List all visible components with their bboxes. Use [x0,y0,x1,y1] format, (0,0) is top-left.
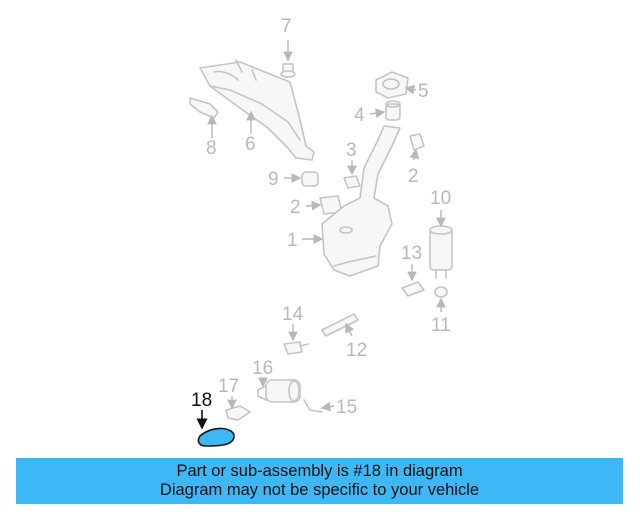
grommet-part-11 [434,286,448,298]
leader-12 [345,322,355,337]
leader-2b [409,148,420,161]
callout-13: 13 [401,243,422,264]
bolt-part-7 [280,63,296,78]
callout-2b: 2 [408,166,419,187]
leader-4 [369,108,386,119]
callout-10: 10 [430,188,451,209]
callout-18: 18 [191,390,212,411]
banner-line-disclaimer: Diagram may not be specific to your vehi… [159,481,480,499]
callout-9: 9 [268,169,279,190]
connector-part-17 [225,405,251,421]
cap-part-5 [375,71,409,99]
callout-8: 8 [206,138,217,159]
callout-6: 6 [245,134,256,155]
info-banner: Part or sub-assembly is #18 in diagram D… [16,458,623,504]
callout-3: 3 [346,140,357,161]
callout-7: 7 [281,16,292,37]
callout-4: 4 [354,105,365,126]
callout-5: 5 [418,81,429,102]
pump-part-10 [429,225,453,279]
cap-part-18-highlighted[interactable] [197,427,235,447]
callout-12: 12 [346,340,367,361]
rod-part-12 [321,313,359,337]
leader-5 [404,84,417,95]
bracket-part-6 [199,59,315,161]
connector-part-13 [401,281,425,297]
clip-part-3 [343,175,361,189]
clip-part-2-right [409,133,425,151]
clip-part-8 [189,97,219,119]
callout-15: 15 [336,397,357,418]
reservoir-part-1 [321,125,401,277]
callout-1: 1 [287,230,298,251]
leader-2a [305,200,322,211]
callout-14: 14 [282,304,304,325]
grommet-part-9 [301,171,319,187]
hose-part-15 [303,399,323,413]
nozzle-part-16 [257,379,301,403]
seal-part-4 [385,100,401,121]
banner-line-part: Part or sub-assembly is #18 in diagram [176,462,463,480]
leader-15 [320,401,335,412]
callout-17: 17 [218,376,239,397]
callout-11: 11 [431,315,451,336]
callout-2a: 2 [290,197,301,218]
callout-16: 16 [252,358,273,379]
fitting-part-14 [283,341,309,355]
